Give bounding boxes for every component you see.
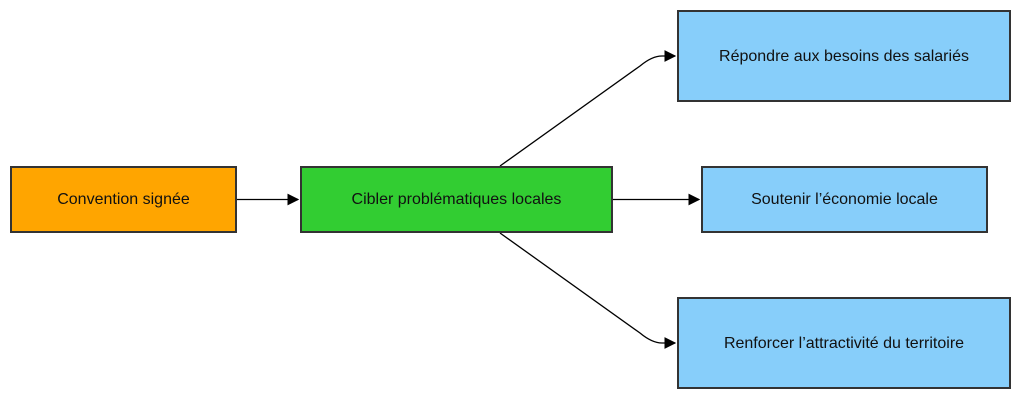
node-label: Soutenir l’économie locale bbox=[751, 191, 938, 208]
node-label: Répondre aux besoins des salariés bbox=[719, 47, 969, 65]
node-convention-signee: Convention signée bbox=[10, 166, 237, 233]
node-label: Cibler problématiques locales bbox=[351, 191, 562, 208]
node-label: Convention signée bbox=[57, 191, 190, 208]
node-repondre-besoins: Répondre aux besoins des salariés bbox=[677, 10, 1011, 102]
edge-center-to-bottom bbox=[499, 232, 677, 349]
node-cibler-problematiques: Cibler problématiques locales bbox=[300, 166, 613, 233]
node-label: Renforcer l’attractivité du territoire bbox=[723, 334, 965, 352]
edge-center-to-top bbox=[499, 50, 677, 167]
node-renforcer-attractivite: Renforcer l’attractivité du territoire bbox=[677, 297, 1011, 389]
node-soutenir-economie: Soutenir l’économie locale bbox=[701, 166, 988, 233]
